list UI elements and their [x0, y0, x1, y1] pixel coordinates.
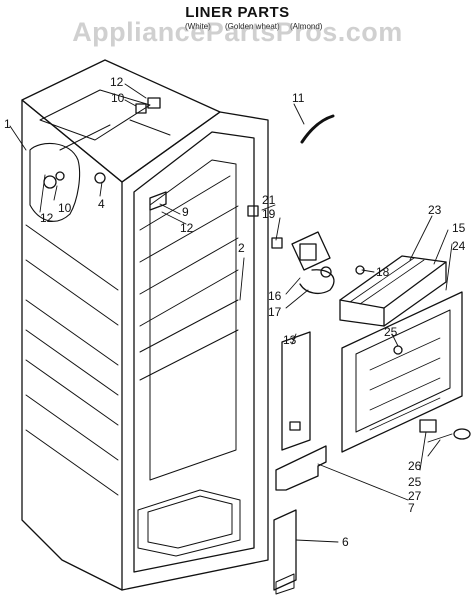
diagram-title: LINER PARTS	[185, 4, 290, 21]
duct-tube	[300, 114, 335, 144]
callout-7: 7	[408, 501, 415, 515]
leader-lines	[9, 83, 453, 543]
panel-6	[273, 509, 297, 595]
callout-11: 11	[292, 91, 305, 105]
callout-4: 4	[98, 197, 105, 211]
callout-10-top: 10	[111, 91, 125, 105]
color-variant-almond: (Almond)	[290, 22, 323, 31]
callout-19: 19	[262, 207, 276, 221]
callout-16: 16	[268, 289, 282, 303]
callout-1: 1	[4, 117, 11, 131]
evaporator-cover	[341, 291, 471, 453]
callout-10-left: 10	[58, 201, 72, 215]
callout-24: 24	[452, 239, 466, 253]
callout-12-center: 12	[180, 221, 194, 235]
callout-13: 13	[283, 333, 297, 347]
callout-17: 17	[268, 305, 282, 319]
callout-21: 21	[262, 193, 276, 207]
panel-13	[281, 331, 311, 451]
fan-motor-assembly	[247, 205, 365, 295]
callout-23: 23	[428, 203, 442, 217]
callout-12-left: 12	[40, 211, 54, 225]
callout-26: 26	[408, 459, 422, 473]
callout-18: 18	[376, 265, 390, 279]
damper-housing	[339, 255, 447, 327]
liner-cabinet	[21, 59, 269, 591]
callout-25-upper: 25	[384, 325, 398, 339]
color-variant-golden-wheat: (Golden wheat)	[225, 22, 280, 31]
callout-2: 2	[238, 241, 245, 255]
callout-6: 6	[342, 535, 349, 549]
callout-9: 9	[182, 205, 189, 219]
panel-7	[275, 445, 327, 491]
callout-12-top: 12	[110, 75, 124, 89]
callout-15: 15	[452, 221, 466, 235]
callout-27: 27	[408, 489, 422, 503]
callout-25-lower: 25	[408, 475, 422, 489]
color-variant-white: (White)	[185, 22, 211, 31]
